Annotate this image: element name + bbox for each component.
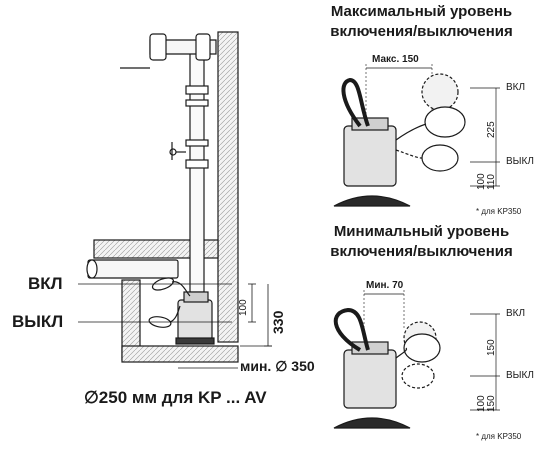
min-title-line1: Минимальный уровень: [333, 223, 510, 240]
min-pump-base: [333, 417, 411, 429]
inlet-pipe: [87, 259, 179, 279]
pit-bottom: [121, 345, 239, 363]
right-wall: [217, 31, 239, 343]
min-float-off: [401, 363, 435, 389]
min-label: Мин. 70: [366, 280, 404, 291]
max-note: * для KP350: [476, 207, 522, 216]
max-title-line2: включения/выключения: [330, 23, 513, 40]
pump-top: [183, 291, 209, 303]
inlet-pipe-end: [86, 259, 98, 279]
min-pump-body: [343, 349, 397, 409]
left-on-label: ВКЛ: [28, 274, 63, 293]
min-dim-150s: 150: [486, 395, 497, 412]
max-label: Макс. 150: [372, 54, 419, 65]
pipe-fitting-2: [185, 99, 209, 107]
left-caption: ∅250 мм для KP ... AV: [84, 388, 267, 407]
max-float-upper: [421, 73, 459, 111]
max-off-label: ВЫКЛ: [506, 156, 534, 167]
min-cable: [333, 307, 370, 352]
min-on-label: ВКЛ: [506, 308, 526, 319]
top-pipe-joint: [149, 33, 167, 61]
pump-body: [177, 299, 213, 341]
pipe-fitting-4: [185, 159, 209, 169]
max-dim-225: 225: [486, 121, 497, 138]
max-pump-base: [333, 195, 411, 207]
min-float-on: [403, 333, 441, 363]
left-dim-100: 100: [238, 299, 249, 316]
left-dim-330: 330: [270, 310, 286, 334]
max-pump-body: [343, 125, 397, 187]
min-dim-150: 150: [486, 339, 497, 356]
pipe-fitting-1: [185, 85, 209, 95]
floor-slab: [93, 239, 219, 259]
max-level-diagram: [333, 64, 500, 207]
min-note: * для KP350: [476, 432, 522, 441]
valve-handle: [169, 148, 177, 156]
pump-base: [175, 337, 215, 345]
sump-installation: [78, 31, 272, 369]
min-level-diagram: [333, 290, 500, 429]
max-float-off: [421, 144, 459, 172]
min-off-label: ВЫКЛ: [506, 370, 534, 381]
max-cable: [341, 77, 370, 128]
max-float-on: [424, 106, 466, 138]
discharge-pipe: [189, 47, 205, 293]
left-off-label: ВЫКЛ: [12, 312, 64, 331]
max-title-line1: Максимальный уровень: [330, 3, 513, 20]
min-title-line2: включения/выключения: [330, 243, 513, 260]
left-min-diameter: мин. ∅ 350: [240, 358, 315, 374]
pipe-fitting-3: [185, 139, 209, 147]
max-on-label: ВКЛ: [506, 82, 526, 93]
max-dim-110: 110: [486, 174, 497, 190]
